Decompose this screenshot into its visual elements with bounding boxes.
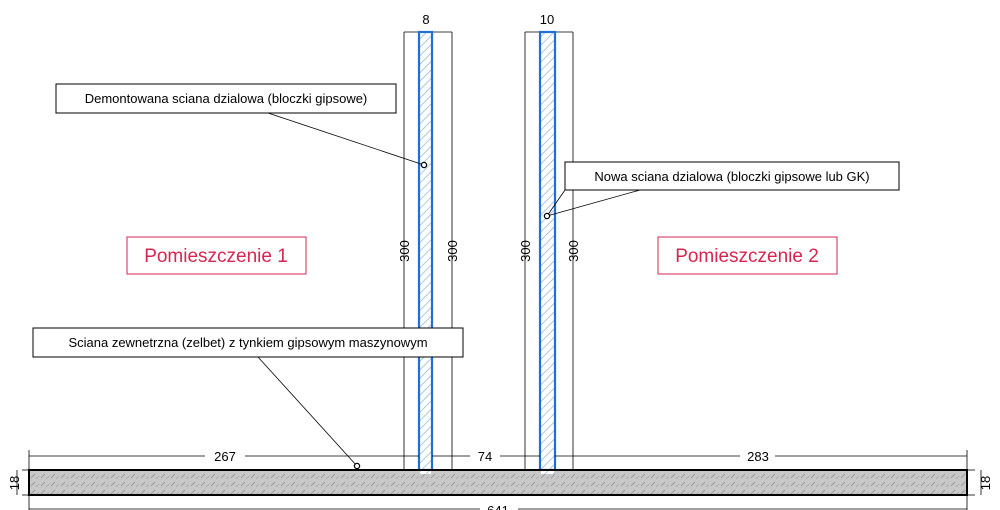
room-label-1: Pomieszczenie 1 [126,236,307,275]
dim-right-wall-thickness: 10 [540,12,554,27]
room-label-2: Pomieszczenie 2 [657,236,838,275]
external-wall-slab [28,469,968,496]
callout-external-wall: Sciana zewnetrzna (zelbet) z tynkiem gip… [32,327,464,470]
callout-external-wall-text: Sciana zewnetrzna (zelbet) z tynkiem gip… [68,335,427,350]
demolished-wall [417,30,434,472]
callout-new-wall-text: Nowa sciana dzialowa (bloczki gipsowe lu… [594,169,869,184]
slab-thickness-lines [16,469,982,496]
dim-left-wall-height-b: 300 [445,240,460,262]
dim-segment-middle: 74 [478,449,492,464]
callout-demolished-wall: Demontowana sciana dzialowa (bloczki gip… [55,83,428,169]
callout-new-wall: Nowa sciana dzialowa (bloczki gipsowe lu… [543,161,900,220]
dim-right-wall-height-a: 300 [518,240,533,262]
dim-left-wall-thickness: 8 [422,12,429,27]
extension-lines [403,31,574,470]
callout-demolished-wall-text: Demontowana sciana dzialowa (bloczki gip… [85,91,368,106]
segment-dimension-line [28,450,968,470]
room-label-2-text: Pomieszczenie 2 [675,246,819,267]
room-label-1-text: Pomieszczenie 1 [144,246,288,267]
overall-dimension-line [28,495,968,510]
dim-slab-thickness-left: 18 [7,476,22,490]
dim-right-wall-height-b: 300 [566,240,581,262]
dim-slab-thickness-right: 18 [978,476,993,490]
new-wall [538,30,557,472]
dim-segment-right: 283 [747,449,769,464]
dim-segment-left: 267 [214,449,236,464]
dim-left-wall-height-a: 300 [397,240,412,262]
dim-overall-length: 641 [487,503,509,510]
